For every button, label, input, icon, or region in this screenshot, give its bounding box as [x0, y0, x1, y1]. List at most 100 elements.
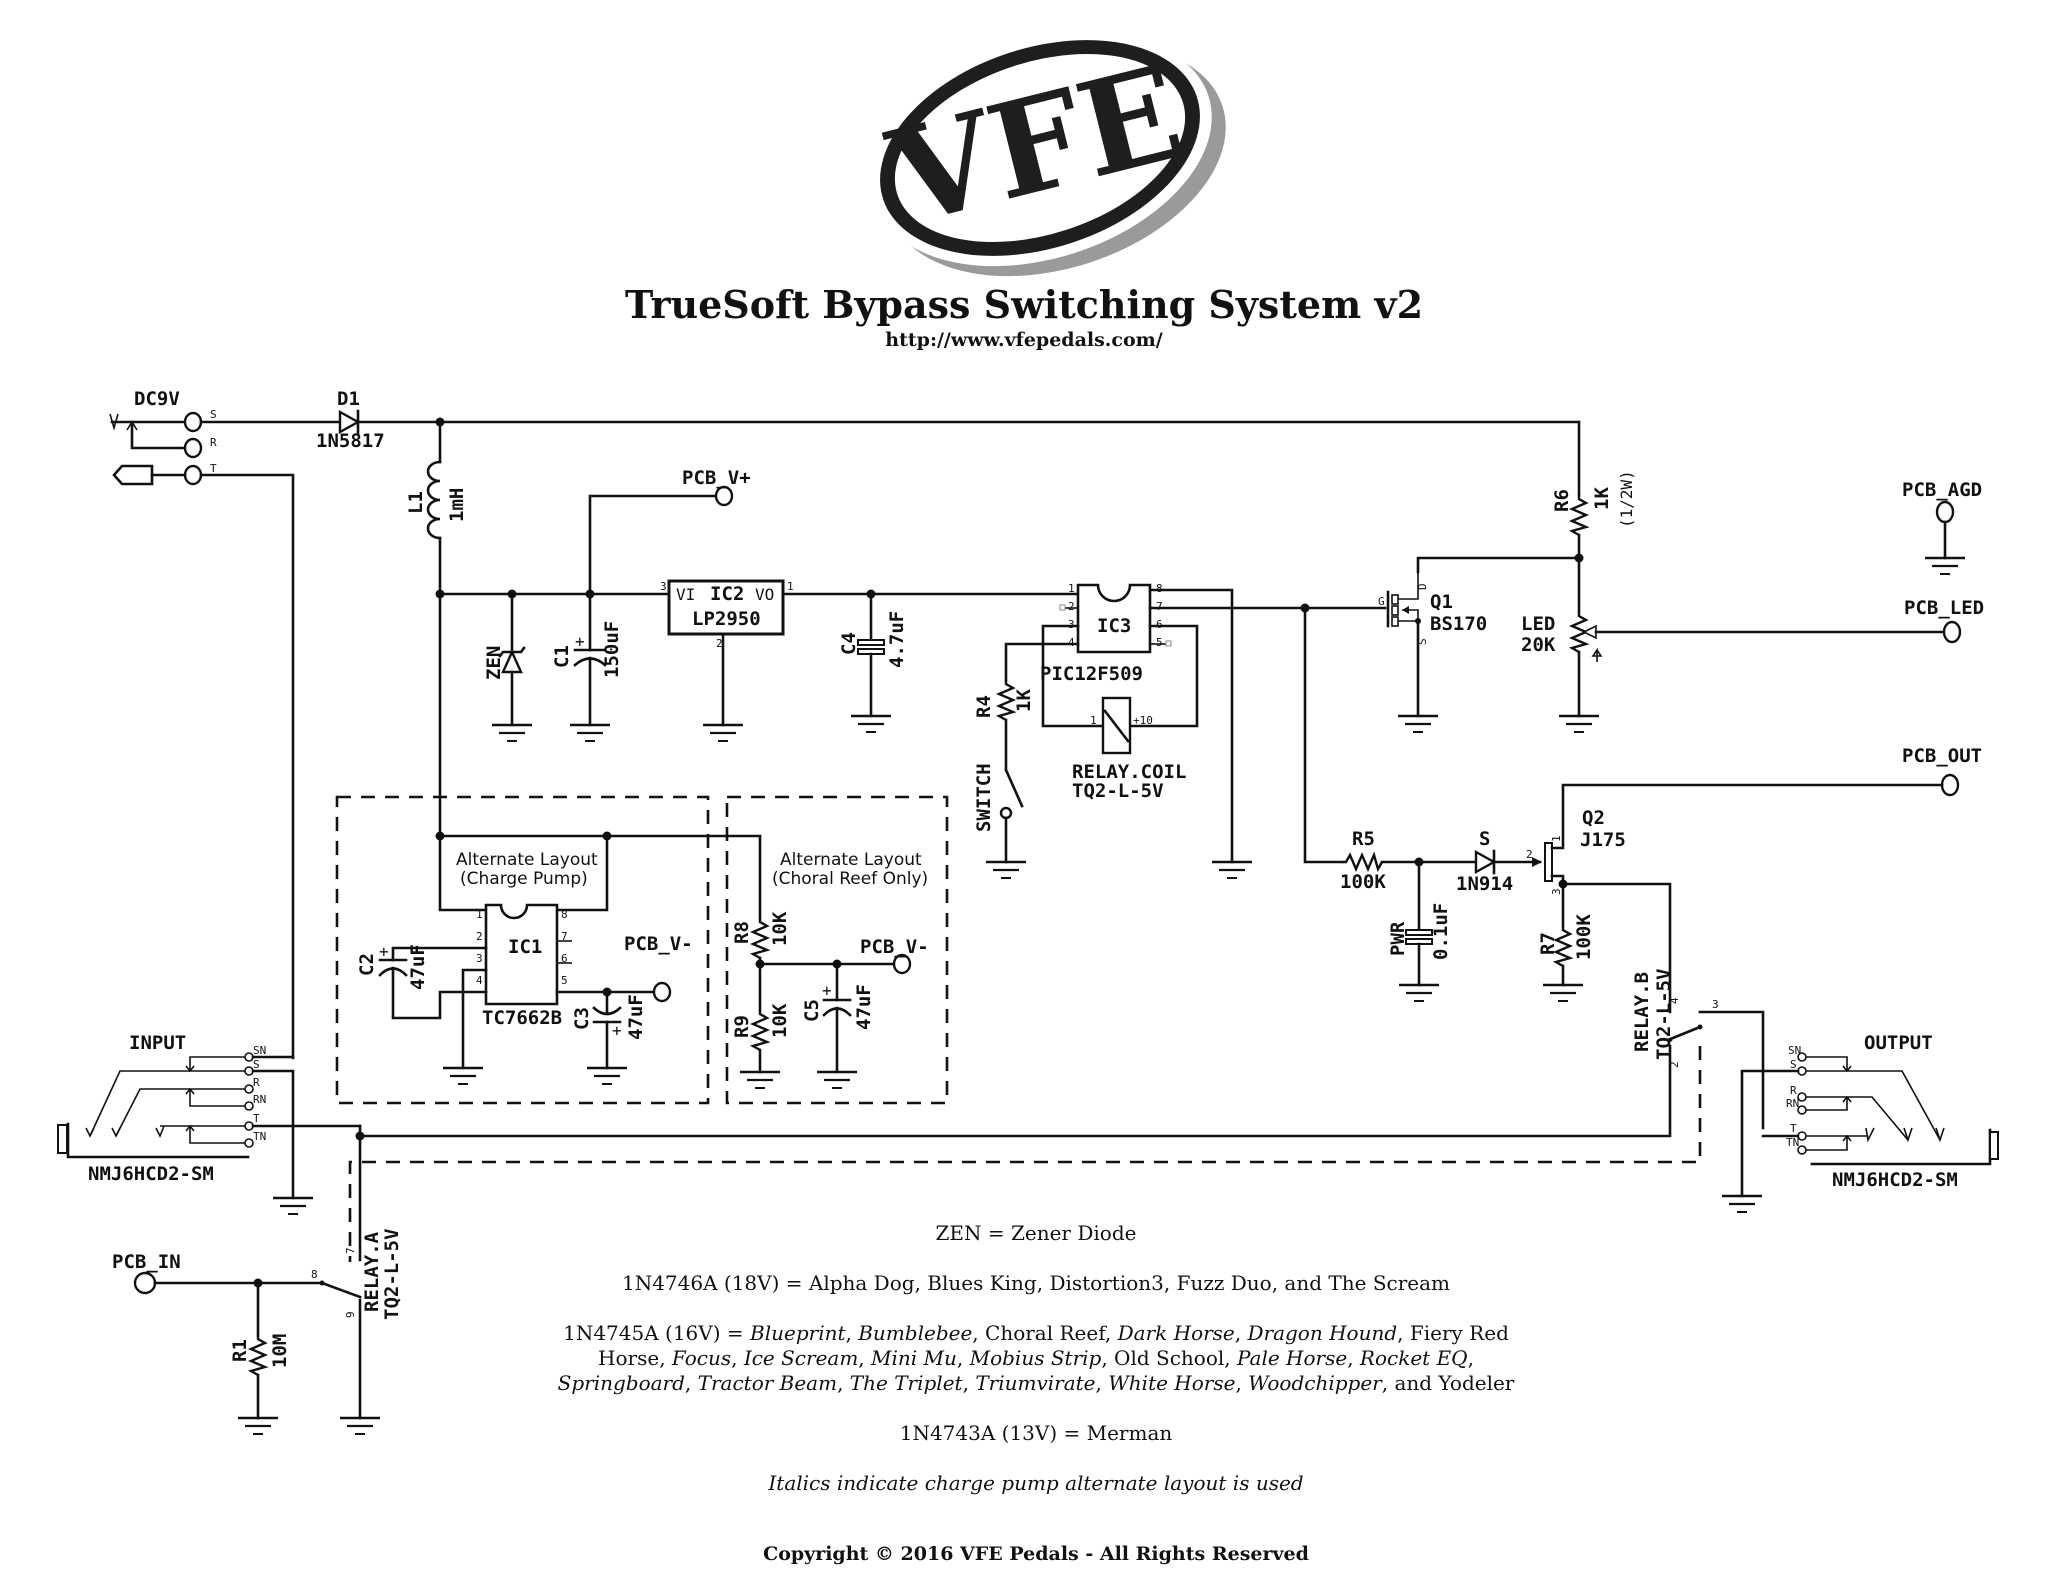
relay-b-contact: 4 3 2 RELAY.B TQ2-L-5V — [358, 968, 1765, 1138]
output-jack-pin: SN — [1788, 1044, 1801, 1057]
notes: ZEN = Zener Diode 1N4746A (18V) = Alpha … — [558, 1221, 1515, 1495]
input-jack-pin: TN — [253, 1130, 266, 1143]
pcb-vplus-pad[interactable]: PCB_V+ — [682, 467, 751, 507]
r6-value: 1K — [1591, 487, 1613, 510]
r6-ref: R6 — [1551, 489, 1573, 512]
mosfet-q1: G D S Q1 BS170 — [1378, 572, 1487, 645]
note-1n4745a-line2: Horse, Focus, Ice Scream, Mini Mu, Mobiu… — [598, 1346, 1474, 1370]
s-diode-value: 1N914 — [1456, 873, 1513, 895]
d1-value: 1N5817 — [316, 430, 385, 452]
ic3-pin-num: 3 — [1068, 618, 1075, 631]
relay-coil: 1 +10 RELAY.COIL TQ2-L-5V — [1072, 696, 1186, 802]
output-jack-label: OUTPUT — [1864, 1032, 1933, 1054]
dc-pin-t: T — [210, 462, 217, 475]
footswitch[interactable]: SWITCH — [973, 763, 1024, 832]
dc-pin-r: R — [210, 436, 217, 449]
zener-diode: ZEN — [483, 592, 534, 743]
led-trim-pot[interactable]: LED 20K — [1521, 610, 1603, 662]
pcb-out-pad[interactable]: PCB_OUT — [1902, 745, 1982, 797]
ic1-pin-num: 5 — [561, 974, 568, 987]
input-jack-pin: R — [253, 1076, 260, 1089]
switch-label: SWITCH — [973, 763, 995, 832]
relay-a-label: RELAY.A — [361, 1231, 383, 1312]
led-value: 20K — [1521, 634, 1556, 656]
c1-ref: C1 — [551, 645, 573, 668]
ic2-pin-vo: VO — [755, 585, 774, 604]
regulator-ic2: VI IC2 VO LP2950 3 1 2 — [660, 579, 794, 743]
output-jack-pin: S — [1790, 1058, 1797, 1071]
pcb-agd-label: PCB_AGD — [1902, 479, 1982, 501]
zen-ref: ZEN — [483, 646, 505, 680]
pcb-in-pad[interactable]: PCB_IN — [112, 1251, 181, 1295]
ic3-pin-num: 1 — [1068, 582, 1075, 595]
r4-ref: R4 — [973, 695, 995, 718]
c4-ref: C4 — [838, 632, 860, 655]
charge-pump-box — [335, 795, 710, 1105]
relay-a-value: TQ2-L-5V — [381, 1228, 403, 1320]
ic3-pin-num: 2 — [1068, 600, 1075, 613]
c5-ref: C5 — [801, 999, 823, 1022]
r9-ref: R9 — [731, 1015, 753, 1038]
ic3-ref: IC3 — [1097, 615, 1131, 637]
q2-value: J175 — [1580, 829, 1626, 851]
q2-pin-num: 3 — [1550, 888, 1563, 895]
coil-pin-1: 1 — [1090, 714, 1097, 727]
choral-reef-subtitle: (Choral Reef Only) — [772, 869, 928, 889]
r5-ref: R5 — [1352, 828, 1375, 850]
ic1-pin-num: 1 — [476, 908, 483, 921]
output-jack[interactable]: OUTPUT SN S R RN T TN NMJ6HCD2-SM — [1786, 1032, 1999, 1191]
resistor-r1: R1 10M — [229, 1281, 291, 1436]
coil-pin-10: +10 — [1133, 714, 1153, 727]
svg-text:+: + — [612, 1021, 622, 1040]
relay-b-pin: 3 — [1712, 998, 1719, 1011]
s-diode-ref: S — [1479, 828, 1490, 850]
charge-pump-subtitle: (Charge Pump) — [460, 869, 588, 889]
ic2-pin-num: 3 — [660, 580, 667, 593]
ic3-pin-num: 5 — [1156, 636, 1163, 649]
resistor-r6: R6 1K (1/2W) — [1551, 470, 1636, 537]
diode-d1: D1 1N5817 — [316, 388, 385, 452]
charge-pump-pcb-vminus[interactable]: PCB_V- — [624, 933, 693, 955]
ic2-pin-num: 1 — [787, 580, 794, 593]
relay-a-pin: 8 — [311, 1268, 318, 1281]
note-italics: Italics indicate charge pump alternate l… — [767, 1471, 1303, 1495]
jfet-q2: 1 2 3 Q2 J175 — [1526, 783, 1944, 895]
r1-ref: R1 — [229, 1339, 251, 1362]
output-jack-pin: R — [1790, 1084, 1797, 1097]
q1-ref: Q1 — [1430, 591, 1453, 613]
microcontroller-ic3: IC3 PIC12F509 1 2 3 4 8 7 6 5 — [1040, 582, 1172, 685]
c4-value: 4.7uF — [886, 611, 908, 668]
svg-text:+: + — [822, 981, 832, 1000]
ic1-pin-num: 4 — [476, 974, 483, 987]
choral-reef-pcb-vminus[interactable]: PCB_V- — [860, 936, 929, 958]
led-ref: LED — [1521, 613, 1555, 635]
c3-ref: C3 — [571, 1007, 593, 1030]
note-1n4745a-line3: Springboard, Tractor Beam, The Triplet, … — [558, 1371, 1515, 1395]
relay-b-pin: 4 — [1668, 997, 1681, 1004]
relay-coil-label: RELAY.COIL — [1072, 761, 1186, 783]
charge-pump-title: Alternate Layout — [456, 850, 598, 870]
pcb-led-pad[interactable]: PCB_LED — [1904, 597, 1984, 644]
dc-pin-s: S — [210, 408, 217, 421]
pcb-agd-pad[interactable]: PCB_AGD — [1902, 479, 1982, 576]
ic2-pin-vi: VI — [676, 585, 695, 604]
note-1n4745a-line1: 1N4745A (16V) = Blueprint, Bumblebee, Ch… — [563, 1321, 1509, 1345]
ic1-pin-num: 8 — [561, 908, 568, 921]
capacitor-pwr: PWR 0.1uF — [1387, 860, 1452, 1003]
website-url[interactable]: http://www.vfepedals.com/ — [885, 329, 1162, 351]
output-jack-pin: TN — [1786, 1136, 1799, 1149]
svg-text:+: + — [575, 632, 585, 651]
l1-ref: L1 — [405, 491, 427, 514]
r7-ref: R7 — [1537, 932, 1559, 955]
c2-ref: C2 — [356, 953, 378, 976]
q1-pin-g: G — [1378, 595, 1385, 608]
choral-reef-layout: Alternate Layout (Choral Reef Only) R8 1… — [731, 850, 929, 1090]
input-jack-label: INPUT — [129, 1032, 186, 1054]
capacitor-c4: C4 4.7uF — [838, 592, 908, 734]
input-jack-part: NMJ6HCD2-SM — [88, 1163, 214, 1185]
input-jack[interactable]: INPUT SN S R RN T TN NMJ6HCD2-SM — [57, 1032, 266, 1185]
note-1n4746a: 1N4746A (18V) = Alpha Dog, Blues King, D… — [622, 1271, 1450, 1295]
note-zen: ZEN = Zener Diode — [936, 1221, 1137, 1245]
dc-jack: DC9V S R T — [109, 388, 217, 486]
note-1n4743a: 1N4743A (13V) = Merman — [900, 1421, 1173, 1445]
